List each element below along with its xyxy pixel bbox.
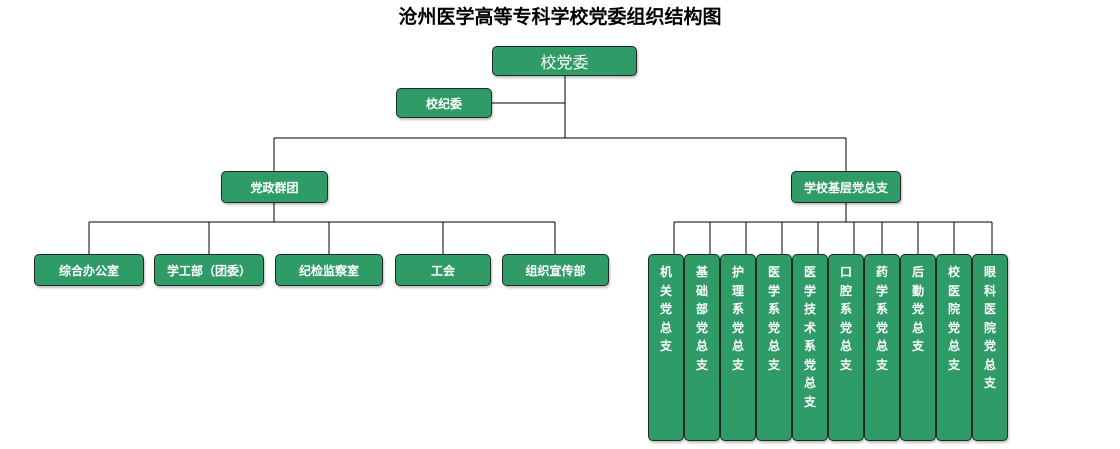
node-left-child: 工会 <box>395 254 491 286</box>
node-discipline-committee: 校纪委 <box>396 88 492 118</box>
node-right-child-label: 口腔系党总支 <box>839 265 852 372</box>
node-left-child: 组织宣传部 <box>502 254 609 286</box>
node-right-child-label: 医学系党总支 <box>767 265 780 372</box>
node-right-child-label: 校医院党总支 <box>947 265 960 372</box>
node-left-child: 学工部（团委） <box>154 254 264 286</box>
node-left-branch: 党政群团 <box>221 171 328 203</box>
chart-title: 沧州医学高等专科学校党委组织结构图 <box>398 6 722 28</box>
node-right-child-label: 医学技术系党总支 <box>803 265 816 409</box>
node-right-child: 医学技术系党总支 <box>792 254 828 441</box>
node-right-child: 护理系党总支 <box>720 254 756 441</box>
node-right-child: 机关党总支 <box>648 254 684 441</box>
node-right-child: 药学系党总支 <box>864 254 900 441</box>
node-right-child-label: 基础部党总支 <box>695 265 708 372</box>
node-left-child: 纪检监察室 <box>275 254 383 286</box>
node-left-child-label: 组织宣传部 <box>525 263 586 278</box>
node-right-child-label: 眼科医院党总支 <box>983 265 996 390</box>
node-left-child-label: 综合办公室 <box>58 263 119 278</box>
node-right-child: 后勤党总支 <box>900 254 936 441</box>
node-left-branch-label: 党政群团 <box>250 180 299 195</box>
node-root: 校党委 <box>492 46 637 76</box>
node-right-child-label: 药学系党总支 <box>875 265 888 372</box>
node-left-child: 综合办公室 <box>34 254 144 286</box>
node-root-label: 校党委 <box>540 53 589 72</box>
node-right-child: 校医院党总支 <box>936 254 972 441</box>
node-right-child-label: 后勤党总支 <box>911 265 924 353</box>
node-right-child: 眼科医院党总支 <box>972 254 1008 441</box>
node-right-child: 基础部党总支 <box>684 254 720 441</box>
node-right-child-label: 机关党总支 <box>659 265 672 353</box>
node-right-branch-label: 学校基层党总支 <box>803 180 888 195</box>
node-right-branch: 学校基层党总支 <box>791 171 901 203</box>
node-left-child-label: 纪检监察室 <box>298 263 359 278</box>
node-left-child-label: 学工部（团委） <box>166 263 251 278</box>
node-right-child: 口腔系党总支 <box>828 254 864 441</box>
node-right-child: 医学系党总支 <box>756 254 792 441</box>
node-left-child-label: 工会 <box>430 263 455 278</box>
node-discipline-committee-label: 校纪委 <box>425 96 462 111</box>
node-right-child-label: 护理系党总支 <box>731 265 744 372</box>
